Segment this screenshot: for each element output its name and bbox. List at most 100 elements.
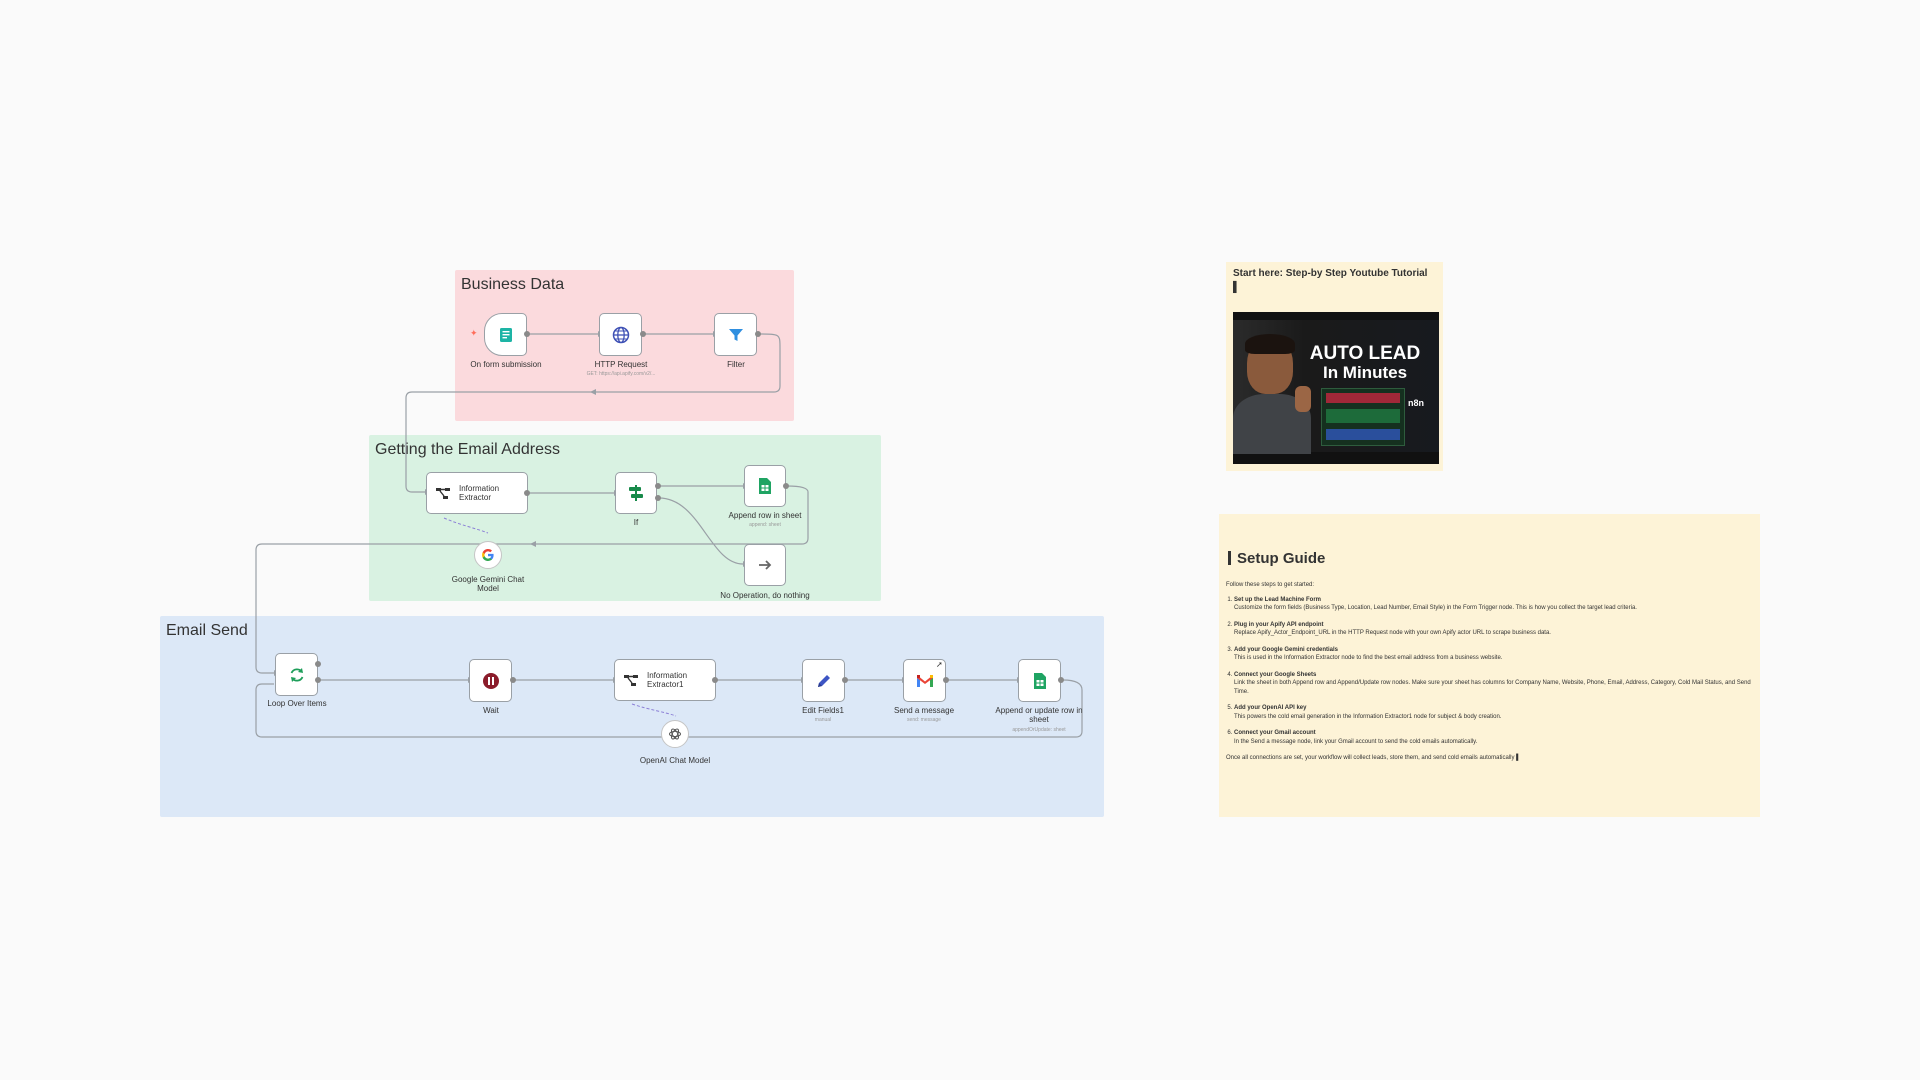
node-label: No Operation, do nothing bbox=[720, 591, 810, 600]
step-title: Plug in your Apify API endpoint bbox=[1234, 621, 1324, 628]
node-label: Send a message bbox=[893, 706, 955, 715]
arrow-right-icon bbox=[759, 560, 772, 570]
filter-node[interactable] bbox=[714, 313, 757, 356]
step-body: This is used in the Information Extracto… bbox=[1234, 655, 1503, 661]
node-label: Loop Over Items bbox=[267, 699, 327, 708]
external-arrow-icon: ➚ bbox=[936, 660, 943, 669]
step-body: This powers the cold email generation in… bbox=[1234, 713, 1502, 720]
output-handle[interactable] bbox=[1058, 677, 1064, 683]
node-label: Google Gemini Chat Model bbox=[451, 575, 525, 593]
output-handle[interactable] bbox=[712, 677, 718, 683]
pencil-icon bbox=[817, 674, 830, 687]
group-title: Getting the Email Address bbox=[375, 441, 560, 458]
group-getting-email[interactable]: Getting the Email Address bbox=[369, 435, 881, 601]
workflow-screenshot bbox=[1321, 388, 1405, 446]
node-label: HTTP Request bbox=[594, 360, 648, 369]
step-title: Add your OpenAI API key bbox=[1234, 705, 1307, 711]
output-handle[interactable] bbox=[943, 677, 949, 683]
guide-intro: Follow these steps to get started: bbox=[1226, 582, 1315, 588]
gemini-chat-model-node[interactable] bbox=[474, 541, 502, 569]
node-label: Information Extractor bbox=[459, 484, 500, 502]
node-subtitle: manual bbox=[814, 717, 832, 723]
edit-fields-node[interactable] bbox=[802, 659, 845, 702]
guide-body: Follow these steps to get started: Set u… bbox=[1226, 581, 1751, 763]
group-title: Business Data bbox=[461, 276, 565, 293]
thumbnail-image: AUTO LEAD In Minutes n8n bbox=[1233, 320, 1439, 454]
thumbs-up-hand bbox=[1295, 386, 1311, 412]
send-message-node[interactable] bbox=[903, 659, 946, 702]
step-title: Add your Google Gemini credentials bbox=[1234, 646, 1339, 653]
heading-marker-icon bbox=[1228, 551, 1231, 565]
step-body: Link the sheet in both Append row and Ap… bbox=[1234, 680, 1751, 695]
guide-step: Connect your Gmail account In the Send a … bbox=[1234, 729, 1751, 746]
video-thumbnail[interactable]: AUTO LEAD In Minutes n8n bbox=[1233, 312, 1439, 464]
output-handle[interactable] bbox=[524, 331, 530, 337]
funnel-icon bbox=[728, 328, 743, 341]
append-row-node[interactable] bbox=[744, 465, 786, 507]
step-title: Connect your Gmail account bbox=[1234, 730, 1316, 736]
step-body: In the Send a message node, link your Gm… bbox=[1234, 738, 1478, 745]
output-handle[interactable] bbox=[640, 331, 646, 337]
node-label: Wait bbox=[483, 706, 499, 715]
output-handle[interactable] bbox=[315, 677, 321, 683]
output-handle[interactable] bbox=[783, 483, 789, 489]
node-label: OpenAI Chat Model bbox=[639, 756, 711, 765]
openai-chat-model-node[interactable] bbox=[661, 720, 689, 748]
note-title: Start here: Step-by Step Youtube Tutoria… bbox=[1233, 268, 1428, 293]
node-label: Append or update row in sheet bbox=[995, 706, 1083, 724]
openai-icon bbox=[669, 728, 681, 740]
false-output-handle[interactable] bbox=[655, 495, 661, 501]
true-output-handle[interactable] bbox=[655, 483, 661, 489]
node-subtitle: send: message bbox=[907, 717, 941, 723]
branch-icon bbox=[629, 485, 643, 501]
setup-guide-note[interactable]: Setup Guide Follow these steps to get st… bbox=[1219, 514, 1760, 817]
thumbnail-subheadline: In Minutes bbox=[1322, 363, 1408, 382]
node-subtitle: GET: https://api.apify.com/v2/... bbox=[586, 371, 656, 377]
extractor-icon bbox=[624, 675, 638, 686]
group-email-send[interactable]: Email Send bbox=[160, 616, 1104, 817]
form-trigger-node[interactable] bbox=[484, 313, 527, 356]
person-hair bbox=[1245, 334, 1295, 354]
node-subtitle: append: sheet bbox=[749, 522, 781, 528]
google-sheets-icon bbox=[1033, 672, 1046, 689]
node-label: If bbox=[633, 518, 639, 527]
step-body: Customize the form fields (Business Type… bbox=[1234, 605, 1637, 611]
http-request-node[interactable] bbox=[599, 313, 642, 356]
output-handle[interactable] bbox=[315, 661, 321, 667]
wait-node[interactable] bbox=[469, 659, 512, 702]
if-node[interactable] bbox=[615, 472, 657, 514]
loop-icon bbox=[290, 667, 303, 682]
information-extractor1-node[interactable]: Information Extractor1 bbox=[614, 659, 716, 701]
append-or-update-row-node[interactable] bbox=[1018, 659, 1061, 702]
information-extractor-node[interactable]: Information Extractor bbox=[426, 472, 528, 514]
step-title: Set up the Lead Machine Form bbox=[1234, 596, 1322, 603]
node-label: Filter bbox=[727, 360, 745, 369]
node-subtitle: appendOrUpdate: sheet bbox=[1012, 727, 1066, 733]
node-label: Append row in sheet bbox=[728, 511, 802, 520]
google-sheets-icon bbox=[759, 478, 771, 494]
extractor-icon bbox=[436, 488, 450, 499]
globe-icon bbox=[612, 326, 629, 343]
n8n-logo: n8n bbox=[1408, 398, 1425, 408]
gmail-icon bbox=[916, 674, 933, 687]
guide-heading: Setup Guide bbox=[1237, 550, 1326, 567]
output-handle[interactable] bbox=[842, 677, 848, 683]
youtube-tutorial-note[interactable]: Start here: Step-by Step Youtube Tutoria… bbox=[1226, 262, 1443, 471]
group-title: Email Send bbox=[166, 622, 248, 639]
loop-over-items-node[interactable] bbox=[275, 653, 318, 696]
output-handle[interactable] bbox=[510, 677, 516, 683]
no-operation-node[interactable] bbox=[744, 544, 786, 586]
thumbnail-headline: AUTO LEAD bbox=[1309, 343, 1421, 364]
output-handle[interactable] bbox=[524, 490, 530, 496]
google-icon bbox=[482, 549, 494, 561]
note-title: Setup Guide bbox=[1228, 550, 1325, 567]
output-handle[interactable] bbox=[755, 331, 761, 337]
guide-outro: Once all connections are set, your workf… bbox=[1226, 755, 1521, 761]
